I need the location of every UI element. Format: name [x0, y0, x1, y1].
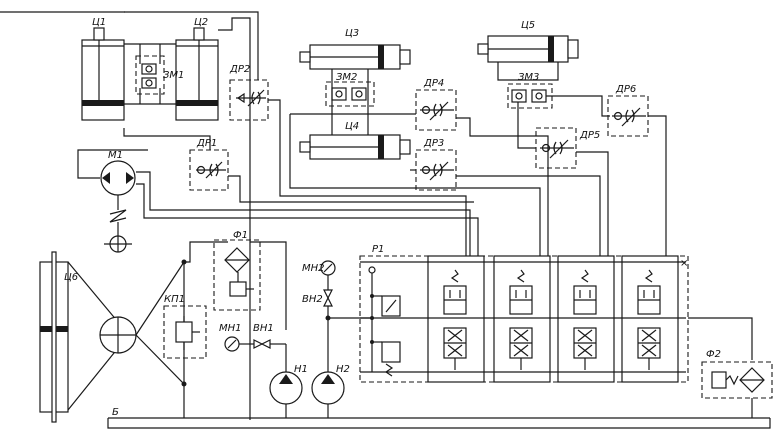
relief-valve-kp1 — [163, 305, 207, 359]
label-mn1: МН1 — [219, 323, 242, 334]
cylinder-c1 — [81, 27, 125, 121]
label-n1: Н1 — [294, 364, 308, 375]
line-m1-b — [136, 183, 479, 256]
line-dr2-out — [268, 99, 467, 256]
label-zm2: ЗМ2 — [336, 72, 357, 83]
line-f1-left — [184, 241, 228, 263]
line-zm3-dr5 — [517, 102, 536, 149]
line-c1-top — [124, 11, 259, 80]
cylinder-c4 — [299, 134, 411, 160]
lock-zm2 — [325, 81, 375, 107]
label-f2: Ф2 — [706, 349, 721, 360]
manometer-mn1 — [224, 336, 240, 352]
line-c5-box — [497, 62, 559, 81]
lock-zm3 — [507, 83, 553, 109]
cylinder-c6 — [39, 251, 69, 423]
cylinder-c3 — [299, 44, 411, 70]
label-c5: Ц5 — [521, 20, 535, 31]
pump-h1 — [269, 344, 303, 418]
svg-text:×: × — [680, 258, 688, 269]
label-zm3: ЗМ3 — [518, 72, 539, 83]
line-dr3-out — [456, 175, 601, 256]
line-c4 — [289, 114, 541, 256]
label-c3: Ц3 — [345, 28, 359, 39]
label-mn2: МН2 — [302, 263, 325, 274]
throttle-dr6 — [607, 95, 649, 137]
line-dr5-out — [576, 151, 609, 256]
cylinder-c2 — [175, 27, 219, 121]
label-r1: Р1 — [372, 244, 384, 255]
label-c2: Ц2 — [194, 17, 208, 28]
label-dr2: ДР2 — [229, 64, 250, 75]
line-m1-a — [136, 171, 471, 256]
filter-f1 — [213, 239, 261, 311]
manometer-mn2 — [320, 260, 336, 290]
line-zm3-dr6 — [546, 95, 610, 117]
spool-section-1 — [427, 255, 485, 383]
throttle-dr2 — [229, 79, 269, 121]
label-zm1: ЗМ1 — [163, 70, 184, 81]
drum-symbol — [67, 261, 185, 411]
label-dr3: ДР3 — [423, 138, 444, 149]
label-vn1: ВН1 — [253, 323, 274, 334]
valve-vn2 — [323, 289, 333, 372]
throttle-dr5 — [535, 127, 577, 169]
label-dr4: ДР4 — [423, 78, 444, 89]
throttle-dr1 — [189, 149, 229, 191]
line-c1-bottom — [123, 128, 211, 150]
spool-section-2 — [493, 255, 551, 383]
pump-h2 — [311, 371, 345, 418]
label-f1: Ф1 — [233, 230, 248, 241]
label-b: Б — [112, 407, 119, 418]
distributor-r1: × — [359, 255, 689, 383]
label-n2: Н2 — [336, 364, 350, 375]
label-m1: М1 — [108, 150, 123, 161]
label-c4: Ц4 — [345, 121, 359, 132]
line-dr1-out — [228, 175, 474, 203]
label-c6: Ц6 — [64, 272, 78, 283]
throttle-dr3 — [415, 149, 457, 191]
label-c1: Ц1 — [92, 17, 106, 28]
lock-zm1 — [124, 43, 176, 105]
line-dr6-out — [648, 115, 667, 256]
filter-f2 — [701, 361, 773, 399]
line-c2 — [218, 17, 251, 420]
label-vn2: ВН2 — [302, 294, 323, 305]
valve-vn1 — [239, 339, 286, 349]
tank-line-b — [107, 418, 771, 429]
line-f1-right — [250, 241, 287, 330]
throttle-dr4 — [415, 89, 457, 131]
label-dr6: ДР6 — [615, 84, 636, 95]
line-return-f2 — [688, 317, 753, 360]
spool-section-3 — [557, 255, 615, 383]
label-kp1: КП1 — [164, 294, 185, 305]
hydromotor-m1 — [77, 149, 148, 253]
label-dr1: ДР1 — [196, 138, 217, 149]
label-dr5: ДР5 — [579, 130, 600, 141]
cylinder-c5 — [477, 35, 579, 63]
spool-section-4 — [621, 255, 679, 383]
